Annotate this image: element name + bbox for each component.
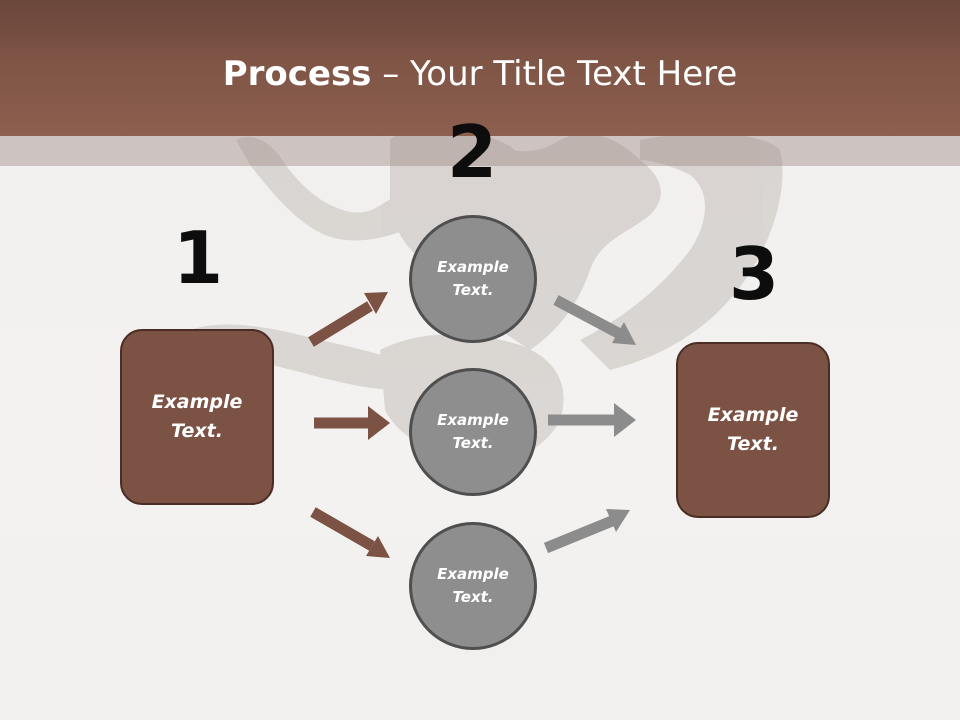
arrow-box1-to-circle1 bbox=[308, 292, 388, 347]
step-number-3: 3 bbox=[728, 232, 780, 316]
step1-box-text: Example Text. bbox=[151, 391, 243, 442]
arrow-box1-to-circle2 bbox=[314, 406, 390, 440]
title-rest: – Your Title Text Here bbox=[371, 54, 738, 94]
step-number-2: 2 bbox=[446, 110, 498, 194]
arrow-box1-to-circle3 bbox=[310, 507, 390, 558]
step3-box-text: Example Text. bbox=[707, 404, 799, 455]
step3-box: Example Text. bbox=[676, 342, 830, 518]
arrow-circle2-to-box3 bbox=[548, 403, 636, 437]
arrow-circle1-to-box3 bbox=[553, 295, 636, 345]
step-number-1: 1 bbox=[172, 216, 224, 300]
step2-circle-bottom: Example Text. bbox=[409, 522, 537, 650]
step2-circle-top: Example Text. bbox=[409, 215, 537, 343]
circle-middle-text: Example Text. bbox=[437, 411, 509, 452]
slide-title: Process – Your Title Text Here bbox=[0, 52, 960, 96]
circle-bottom-text: Example Text. bbox=[437, 565, 509, 606]
title-bold: Process bbox=[222, 54, 372, 94]
step2-circle-middle: Example Text. bbox=[409, 368, 537, 496]
header-strip bbox=[0, 136, 960, 166]
step1-box: Example Text. bbox=[120, 329, 274, 505]
header-bar bbox=[0, 0, 960, 136]
circle-top-text: Example Text. bbox=[437, 258, 509, 299]
arrow-circle3-to-box3 bbox=[543, 509, 630, 554]
